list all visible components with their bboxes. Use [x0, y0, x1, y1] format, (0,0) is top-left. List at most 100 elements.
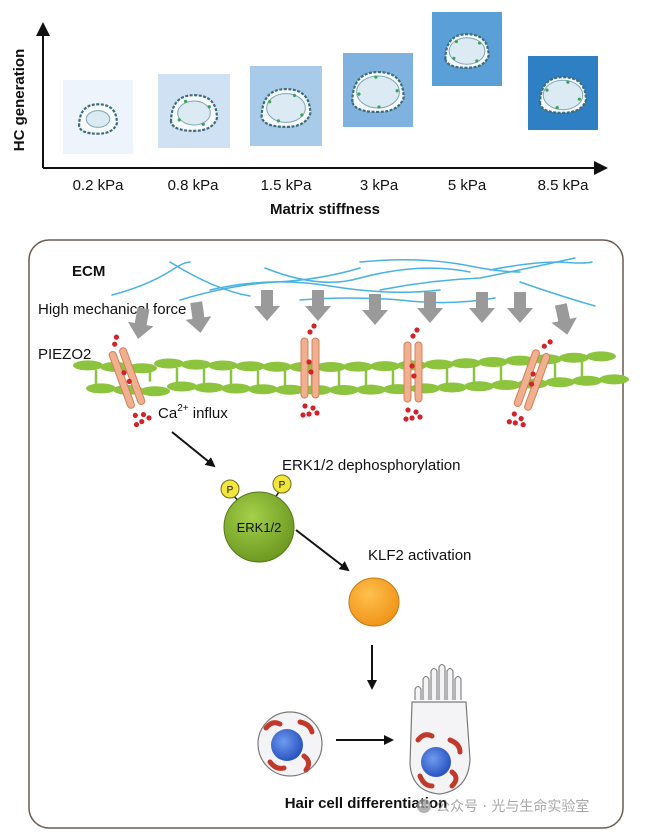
stereocilium — [430, 667, 438, 700]
calcium-ion — [308, 369, 314, 375]
stiffness-tile — [432, 12, 502, 86]
calcium-ion — [511, 411, 517, 417]
tick-label: 1.5 kPa — [261, 177, 313, 194]
watermark: 公众号 · 光与生命实验室 — [417, 798, 589, 815]
calcium-ion — [113, 334, 119, 340]
tick-label: 0.8 kPa — [168, 177, 220, 194]
lipid-head — [248, 384, 278, 395]
organoid-hair-cell — [300, 113, 304, 117]
lipid-head — [208, 360, 238, 371]
force-arrow-icon — [551, 303, 577, 335]
stereocilium — [422, 675, 430, 700]
lipid-head — [167, 381, 197, 392]
organoid-lumen — [542, 79, 584, 111]
calcium-ion — [132, 412, 138, 419]
organoid-lumen — [356, 75, 400, 109]
watermark-text: 公众号 · 光与生命实验室 — [436, 798, 589, 815]
y-axis-label: HC generation — [11, 49, 28, 152]
lipid-head — [316, 361, 346, 372]
ecm-fiber — [489, 261, 593, 271]
tick-label: 8.5 kPa — [538, 177, 590, 194]
lipid-head — [86, 383, 116, 394]
organoid-hair-cell — [292, 93, 297, 98]
cell-boundary — [28, 239, 624, 829]
pathway-panel: ECM High mechanical force PIEZO2 Ca2+ in… — [28, 239, 629, 829]
tick-label: 0.2 kPa — [73, 177, 125, 194]
organelle — [415, 732, 435, 743]
organelle — [297, 719, 315, 735]
calcium-ion — [410, 333, 416, 339]
calcium-ion — [520, 422, 526, 428]
calcium-ion — [512, 420, 518, 426]
phospho-label: P — [279, 480, 286, 491]
force-arrow-icon — [127, 307, 154, 339]
ecm-fiber — [299, 297, 496, 304]
organoid-hair-cell — [357, 92, 361, 96]
organelle — [263, 720, 283, 731]
channel-subunit — [403, 341, 412, 403]
ecm-fibers — [111, 257, 596, 307]
erk-protein — [223, 491, 295, 563]
organelle — [447, 737, 463, 755]
calcium-ion — [140, 411, 147, 418]
stereocilium — [414, 685, 422, 700]
lipid-head — [559, 352, 589, 363]
stiffness-tile — [158, 74, 230, 148]
organoid-hair-cell — [395, 89, 399, 93]
organoid-hair-cell — [276, 119, 281, 123]
calcium-ion — [302, 403, 308, 409]
influx-text: influx — [189, 405, 229, 422]
organoid-lumen — [85, 110, 111, 128]
calcium-ion — [311, 323, 317, 329]
ecm-fiber — [519, 281, 596, 307]
lipid-head — [275, 384, 305, 395]
calcium-ion — [133, 421, 140, 428]
organoid-hair-cell — [555, 105, 559, 110]
force-arrow-icon — [305, 290, 331, 321]
lipid-head — [478, 357, 508, 368]
calcium-ion — [409, 363, 415, 369]
stiffness-tiles — [63, 12, 598, 154]
channel-subunit — [108, 350, 135, 409]
phospho-group — [220, 479, 240, 499]
wechat-icon-eye — [425, 803, 429, 807]
calcium-ion — [112, 341, 118, 347]
lipid-head — [586, 351, 616, 362]
calcium-ion — [310, 405, 316, 411]
lipid-head — [235, 361, 265, 372]
lipid-head — [491, 380, 521, 391]
organoid-lumen — [177, 100, 211, 126]
organoid-lumen — [266, 93, 306, 123]
organoid-hair-cell — [545, 88, 549, 92]
calcium-ion — [518, 416, 524, 422]
ecm-fiber — [359, 259, 521, 273]
channel-subunit — [524, 352, 551, 411]
cell-membrane — [73, 351, 629, 397]
stiffness-tile — [528, 56, 598, 130]
hair-cell-nucleus — [421, 747, 451, 777]
force-arrow-icon — [507, 292, 533, 323]
piezo2-channel — [506, 339, 553, 428]
channel-subunit — [513, 349, 540, 408]
piezo2-channels — [108, 323, 553, 428]
lipid-head — [505, 355, 535, 366]
lipid-head — [194, 382, 224, 393]
wechat-icon-eye — [419, 803, 423, 807]
calcium-ion — [126, 378, 132, 385]
stereocilia — [414, 663, 462, 700]
lipid-head — [181, 359, 211, 370]
calcium-ion — [405, 407, 411, 413]
channel-subunit — [119, 347, 146, 406]
calcium-ion — [307, 329, 313, 335]
stereocilium — [454, 675, 462, 700]
klf2-protein — [348, 577, 400, 627]
lipid-head — [599, 374, 629, 385]
lipid-head — [140, 386, 170, 397]
ca-symbol: Ca — [158, 405, 178, 422]
lipid-head — [154, 358, 184, 369]
organoid-lumen — [448, 37, 486, 65]
lipid-head — [343, 361, 373, 372]
organelle — [449, 769, 459, 789]
